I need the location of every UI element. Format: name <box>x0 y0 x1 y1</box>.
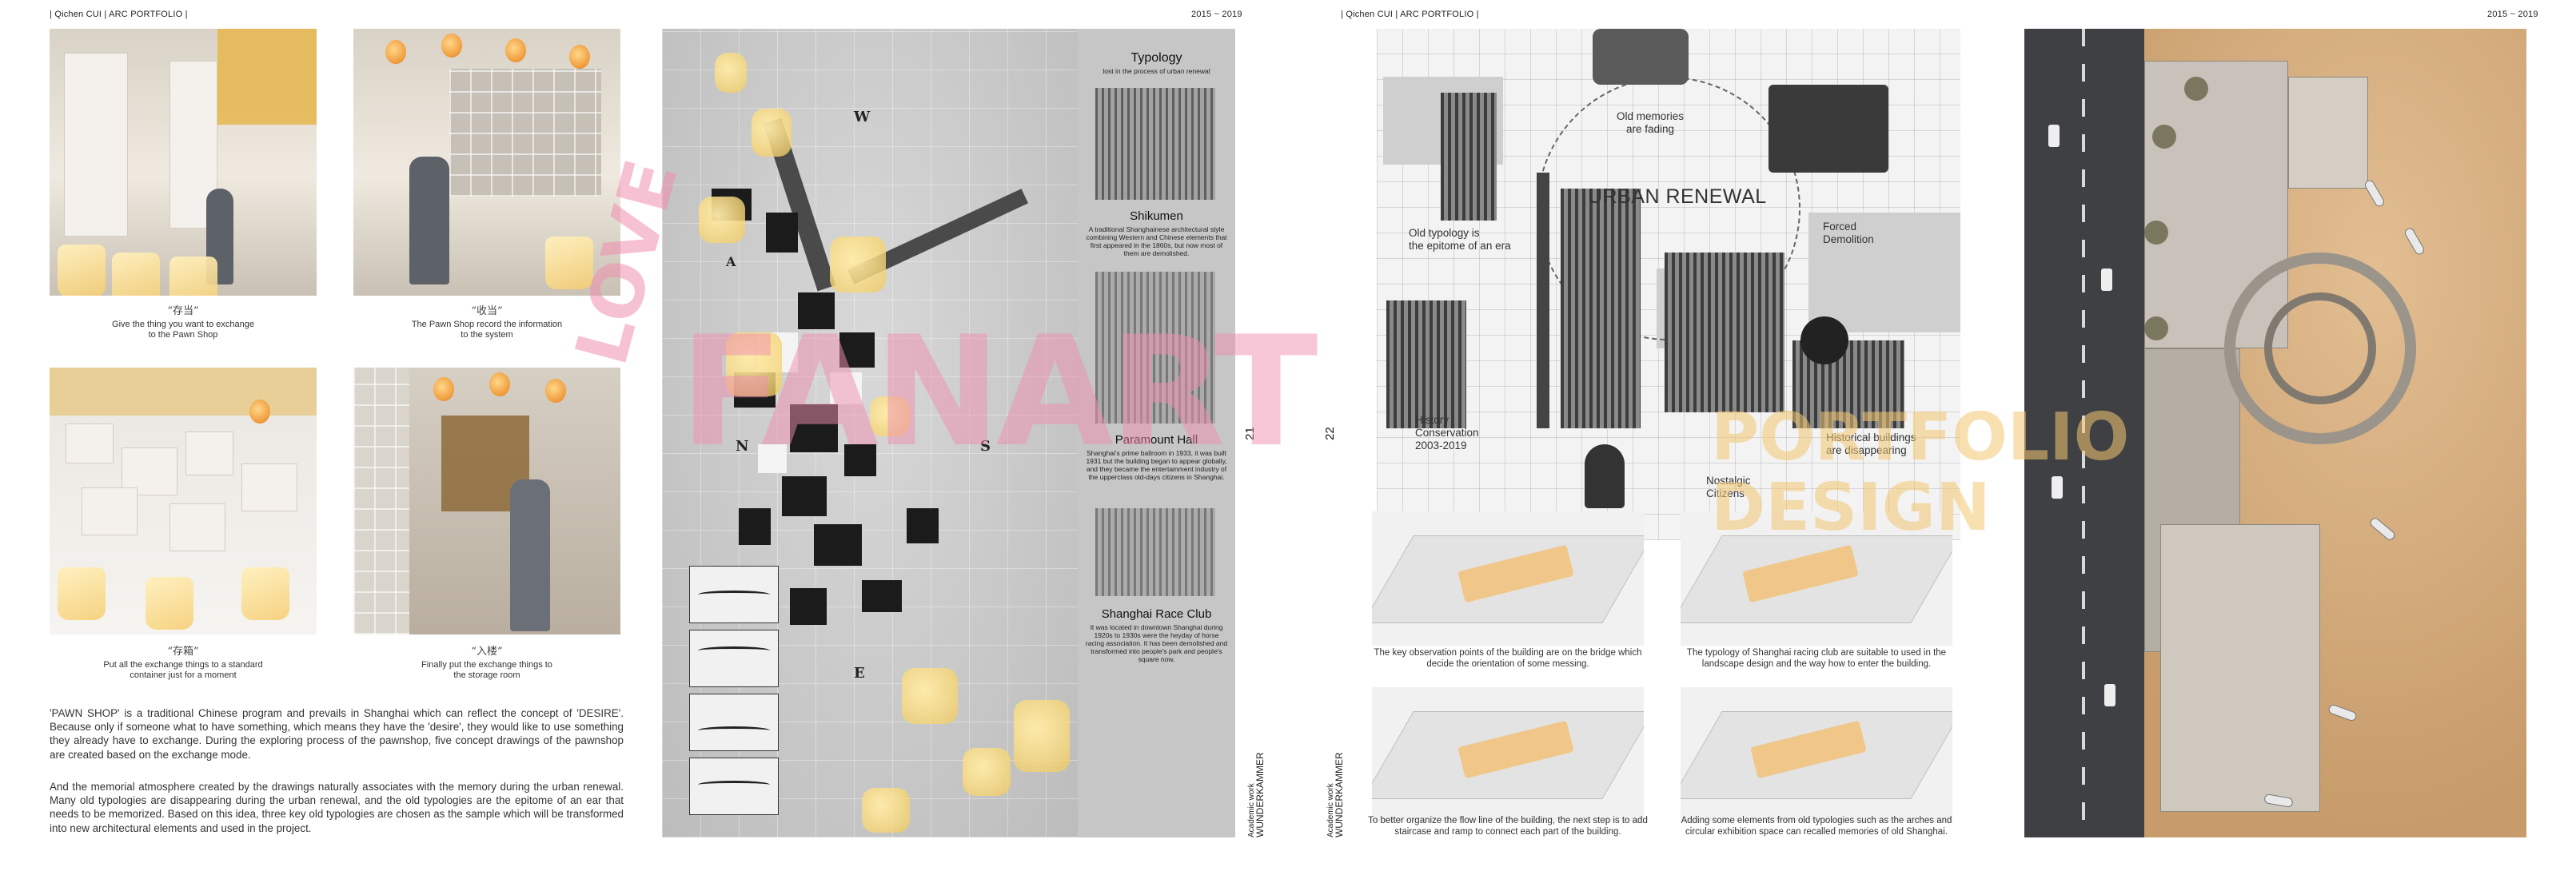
sketch-caption: Put all the exchange things to a standar… <box>103 660 263 670</box>
typology-name: Shanghai Race Club <box>1101 607 1212 621</box>
concept-paragraph: And the memorial atmosphere created by t… <box>50 781 624 834</box>
sketch-title: “收当” <box>471 305 503 317</box>
label-nostalgic-citizens: Nostalgic Citizens <box>1706 475 1751 499</box>
label-forced-demolition: Forced Demolition <box>1823 221 1874 245</box>
sketch-deposit <box>50 29 317 296</box>
sketch-title: “入楼” <box>471 646 503 658</box>
label-history-conservation: History Conservation 2003-2019 <box>1415 414 1479 451</box>
collage-title: URBAN RENEWAL <box>1588 185 1767 208</box>
label-old-typology: Old typology is the epitome of an era <box>1409 227 1511 252</box>
map-letter: A <box>726 254 736 269</box>
inset-map <box>689 758 779 815</box>
sketch-title: “存当” <box>167 305 199 317</box>
sketch-caption: The Pawn Shop record the information <box>411 320 563 329</box>
left-page: | Qichen CUI | ARC PORTFOLIO | 2015 ~ 20… <box>50 10 1266 837</box>
aerial-render <box>2024 29 2526 837</box>
inset-map <box>689 566 779 623</box>
sketch-receive <box>353 29 620 296</box>
typology-desc: A traditional Shanghainese architectural… <box>1086 225 1227 257</box>
inset-map <box>689 694 779 751</box>
sketch-caption: to the system <box>461 330 513 340</box>
iso-caption: The key observation points of the buildi… <box>1374 648 1642 669</box>
compass-north: N <box>736 438 749 455</box>
city-map: W N S E A <box>662 29 1078 837</box>
iso-diagram <box>1372 511 1644 646</box>
header-left: | Qichen CUI | ARC PORTFOLIO | <box>50 10 188 19</box>
typology-column: Typology lost in the process of urban re… <box>1078 29 1235 837</box>
sketch-caption: container just for a moment <box>130 670 237 680</box>
urban-renewal-collage: URBAN RENEWAL Old memories are fading Fo… <box>1377 29 1960 540</box>
iso-caption: To better organize the flow line of the … <box>1368 816 1648 837</box>
sketch-title: “存箱” <box>167 646 199 658</box>
compass-east: E <box>854 665 865 682</box>
typology-desc: Shanghai's prime ballroom in 1933, it wa… <box>1086 449 1227 481</box>
footer-label: Academic work WUNDERKAMMER <box>1247 752 1266 837</box>
sketch-caption: the storage room <box>453 670 520 680</box>
shikumen-image <box>1095 88 1215 200</box>
compass-west: W <box>854 109 871 125</box>
iso-caption: The typology of Shanghai racing club are… <box>1686 648 1947 669</box>
urban-map-panel: W N S E A Typology lost in the process o… <box>662 29 1235 837</box>
race-club-image <box>1095 508 1215 596</box>
intro-paragraph: 'PAWN SHOP' is a traditional Chinese pro… <box>50 707 624 761</box>
typology-title: Typology <box>1130 51 1182 65</box>
page-number: 22 <box>1322 427 1337 440</box>
compass-south: S <box>980 438 991 455</box>
label-historical-buildings: Historical buildings are disappearing <box>1826 432 1916 456</box>
typology-name: Shikumen <box>1130 209 1183 223</box>
header-left: | Qichen CUI | ARC PORTFOLIO | <box>1341 10 1479 19</box>
sketch-caption: to the Pawn Shop <box>148 330 218 340</box>
page-number: 21 <box>1242 427 1257 440</box>
paramount-image <box>1095 272 1215 424</box>
sketch-storage <box>353 368 620 634</box>
iso-diagram <box>1372 687 1644 821</box>
header-right: 2015 ~ 2019 <box>1191 10 1242 19</box>
typology-subtitle: lost in the process of urban renewal <box>1103 67 1210 75</box>
typology-desc: It was located in downtown Shanghai duri… <box>1085 623 1228 663</box>
header-right: 2015 ~ 2019 <box>2487 10 2538 19</box>
inset-map <box>689 630 779 687</box>
typology-name: Paramount Hall <box>1115 433 1198 447</box>
sketch-caption: Give the thing you want to exchange <box>112 320 254 329</box>
iso-diagram <box>1681 511 1952 646</box>
sketch-caption: Finally put the exchange things to <box>421 660 552 670</box>
iso-diagram <box>1681 687 1952 821</box>
footer-label: Academic work WUNDERKAMMER <box>1326 752 1345 837</box>
label-old-memories: Old memories are fading <box>1617 110 1685 135</box>
sketch-container <box>50 368 317 634</box>
iso-caption: Adding some elements from old typologies… <box>1681 816 1952 837</box>
